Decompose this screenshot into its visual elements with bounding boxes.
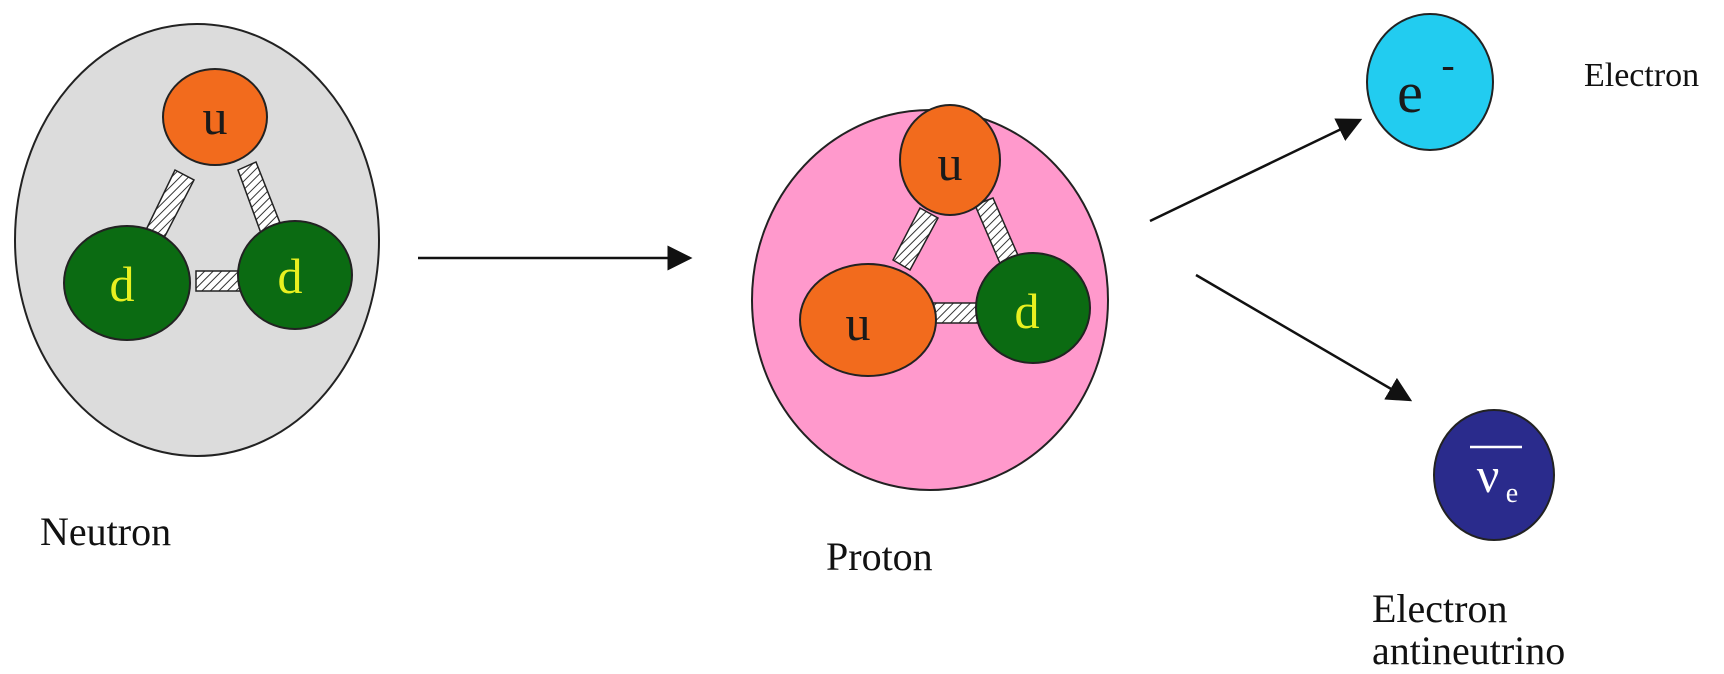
neutron: u d d Neutron xyxy=(14,23,380,554)
neutron-quark-up: u xyxy=(162,68,268,166)
antineutrino: ν e Electron antineutrino xyxy=(1372,409,1565,673)
electron-charge: - xyxy=(1441,42,1454,87)
neutron-quark-down-left: d xyxy=(63,225,191,341)
arrow-icon xyxy=(1195,273,1413,402)
proton: u u d Proton xyxy=(751,104,1109,579)
antineutrino-label-line2: antineutrino xyxy=(1372,628,1565,673)
gluon-bond-icon xyxy=(195,270,243,292)
antineutrino-symbol: ν xyxy=(1477,447,1500,503)
antineutrino-subscript: e xyxy=(1506,478,1518,509)
quark-label: u xyxy=(203,89,228,145)
proton-quark-up-left: u xyxy=(799,263,937,377)
electron-particle xyxy=(1366,13,1494,151)
gluon-bond-icon xyxy=(892,206,940,272)
neutron-quark-down-right: d xyxy=(237,220,353,330)
quark-label: d xyxy=(110,256,135,312)
neutron-label: Neutron xyxy=(40,509,171,554)
quark-label: d xyxy=(1015,283,1040,339)
proton-label: Proton xyxy=(826,534,933,579)
quark-label: d xyxy=(278,248,303,304)
arrow-icon xyxy=(1149,118,1363,223)
quark-label: u xyxy=(938,135,963,191)
proton-quark-down: d xyxy=(975,252,1091,364)
neutron-body xyxy=(14,23,380,457)
electron: e - Electron xyxy=(1366,13,1699,151)
antineutrino-particle xyxy=(1433,409,1555,541)
electron-label: Electron xyxy=(1584,57,1699,94)
quark-label: u xyxy=(846,295,871,351)
gluon-bond-icon xyxy=(929,302,981,324)
electron-symbol: e xyxy=(1397,60,1423,125)
proton-quark-up-top: u xyxy=(899,104,1001,216)
antineutrino-label-line1: Electron xyxy=(1372,586,1508,631)
